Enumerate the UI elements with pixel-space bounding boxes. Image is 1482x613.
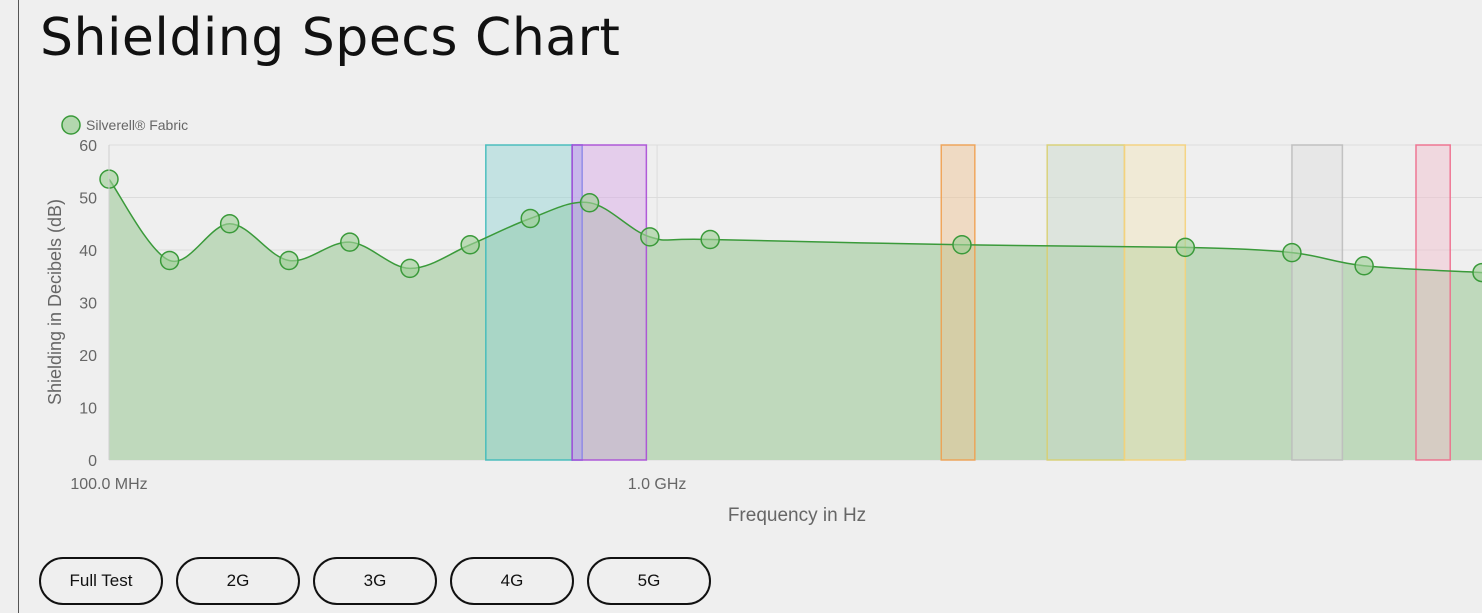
x-axis-title: Frequency in Hz — [728, 505, 866, 526]
series-area — [109, 179, 1482, 460]
4g-button[interactable]: 4G — [450, 557, 574, 605]
data-point — [1472, 262, 1482, 283]
frequency-band — [940, 144, 976, 461]
5g-button[interactable]: 5G — [587, 557, 711, 605]
data-point — [520, 208, 541, 229]
left-border — [18, 0, 19, 613]
data-point — [340, 232, 360, 252]
3g-button[interactable]: 3G — [313, 557, 437, 605]
full-test-button[interactable]: Full Test — [39, 557, 163, 605]
2g-button[interactable]: 2G — [176, 557, 300, 605]
legend-marker — [61, 115, 81, 135]
band-filter-buttons: Full Test 2G 3G 4G 5G — [39, 557, 711, 605]
data-point — [579, 193, 600, 213]
data-point — [640, 227, 660, 247]
data-point — [279, 250, 299, 271]
y-tick-label: 30 — [79, 296, 97, 313]
y-axis-title: Shielding in Decibels (dB) — [45, 199, 65, 405]
x-tick-label: 1.0 GHz — [628, 476, 687, 493]
data-point — [159, 250, 180, 271]
y-tick-label: 40 — [79, 243, 97, 260]
x-tick-label: 100.0 MHz — [70, 476, 147, 493]
frequency-band — [1046, 144, 1126, 461]
data-point — [460, 235, 480, 255]
frequency-band — [1291, 144, 1344, 461]
data-point — [952, 235, 972, 255]
frequency-band — [485, 144, 573, 461]
data-point — [219, 214, 240, 234]
data-point — [700, 229, 720, 250]
legend-label: Silverell® Fabric — [86, 117, 188, 133]
data-point — [1282, 242, 1302, 263]
y-tick-label: 50 — [79, 191, 97, 208]
y-tick-label: 10 — [79, 401, 97, 418]
frequency-band — [1415, 144, 1451, 461]
page-title: Shielding Specs Chart — [40, 8, 621, 68]
y-tick-label: 20 — [79, 348, 97, 365]
frequency-band — [1123, 144, 1187, 461]
y-tick-label: 0 — [88, 453, 97, 470]
data-point — [1175, 237, 1196, 258]
data-point — [400, 258, 420, 279]
y-tick-label: 60 — [79, 138, 97, 155]
frequency-band — [571, 144, 648, 461]
data-point — [1354, 256, 1374, 276]
